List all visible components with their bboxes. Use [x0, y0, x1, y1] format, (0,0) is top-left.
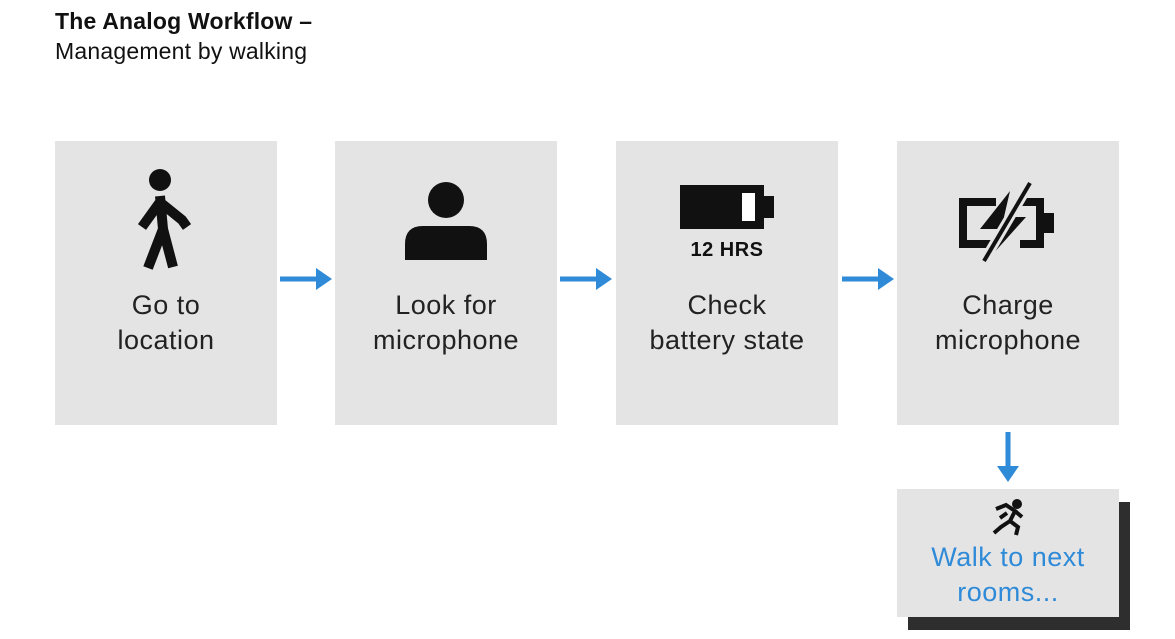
- step-walk-to-next-rooms: Walk to next rooms...: [897, 489, 1119, 617]
- step-go-to-location: Go to location: [55, 141, 277, 425]
- step-label: Go to location: [117, 290, 215, 355]
- step-look-for-microphone: Look for microphone: [335, 141, 557, 425]
- running-person-icon: [897, 497, 1119, 537]
- title-line: The Analog Workflow –: [55, 8, 313, 34]
- step-label: Look for microphone: [372, 290, 520, 355]
- walking-person-icon: [55, 167, 277, 277]
- next-step-label: Walk to next rooms...: [931, 542, 1085, 607]
- battery-icon: 12 HRS: [616, 167, 838, 277]
- person-icon: [335, 167, 557, 277]
- step-label: Charge microphone: [934, 290, 1082, 355]
- charging-battery-icon: [897, 167, 1119, 277]
- arrow-right-icon: [842, 268, 894, 290]
- step-charge-microphone: Charge microphone: [897, 141, 1119, 425]
- arrow-down-icon: [997, 432, 1019, 482]
- arrow-right-icon: [560, 268, 612, 290]
- subtitle-line: Management by walking: [55, 38, 308, 64]
- arrow-right-icon: [280, 268, 332, 290]
- step-check-battery-state: 12 HRS Check battery state: [616, 141, 838, 425]
- diagram-title: The Analog Workflow – Management by walk…: [55, 6, 312, 66]
- battery-caption: 12 HRS: [690, 238, 764, 261]
- step-label: Check battery state: [649, 290, 805, 355]
